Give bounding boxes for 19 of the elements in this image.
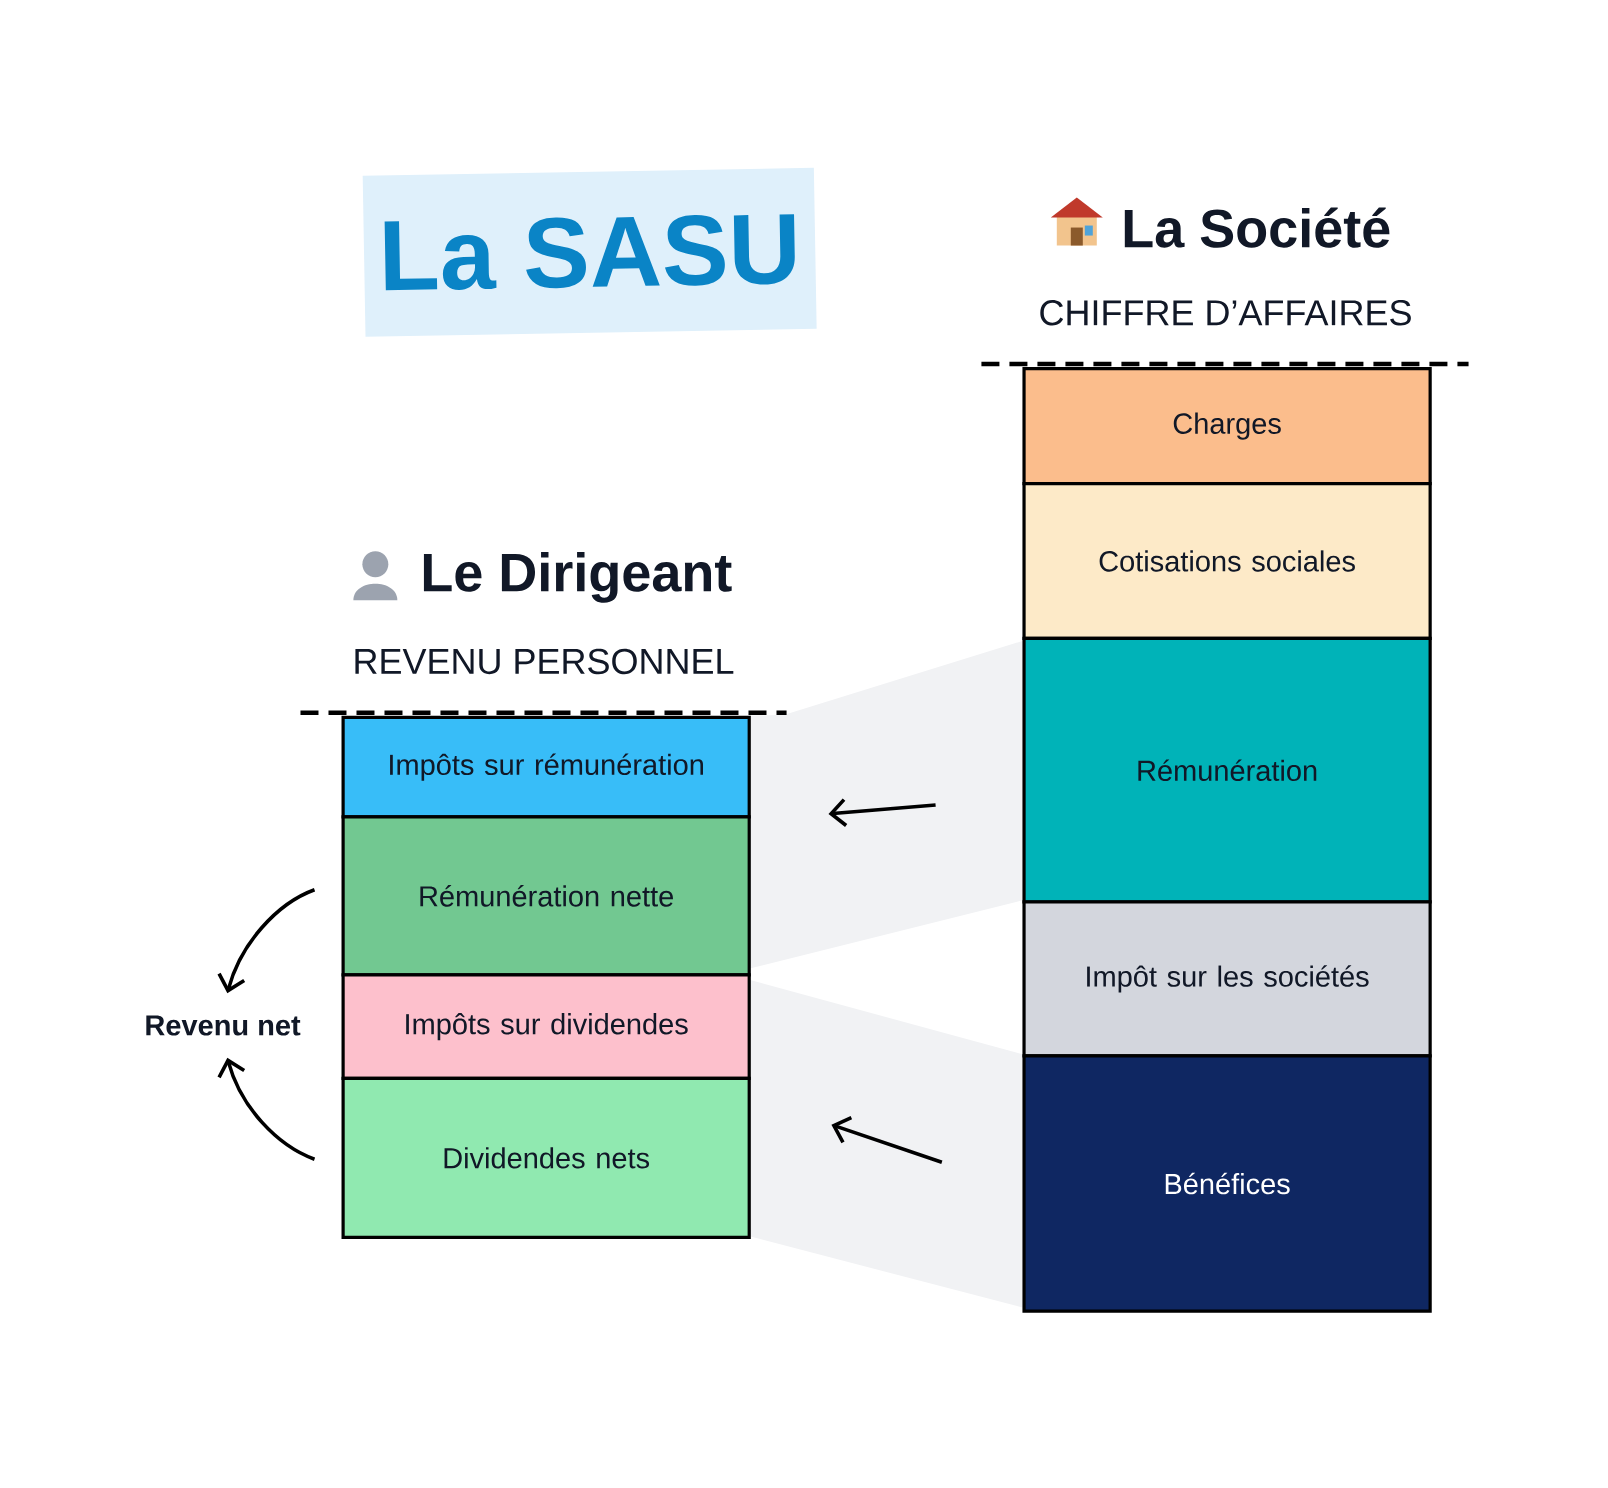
arrow bbox=[831, 1116, 943, 1164]
corporate-tax-box: Impôt sur les sociétés bbox=[1022, 900, 1432, 1058]
arrow bbox=[828, 798, 936, 827]
salary-tax-box: Impôts sur rémunération bbox=[341, 715, 751, 819]
title-banner: La SASU bbox=[362, 167, 817, 337]
heading: La Société bbox=[1124, 207, 1390, 248]
arrow bbox=[217, 888, 316, 994]
dividend-tax-box: Impôts sur dividendes bbox=[341, 973, 751, 1080]
salary-box: Rémunération bbox=[1022, 636, 1432, 904]
net-dividend-box: Dividendes nets bbox=[341, 1076, 751, 1239]
subheading: REVENU PERSONNEL bbox=[355, 648, 734, 675]
charges-box: Charges bbox=[1022, 367, 1432, 486]
arrow bbox=[217, 1057, 316, 1161]
heading: Le Dirigeant bbox=[423, 552, 732, 603]
profit-box: Bénéfices bbox=[1022, 1054, 1432, 1313]
subheading: CHIFFRE D’AFFAIRES bbox=[1040, 300, 1411, 326]
social-contributions-box: Cotisations sociales bbox=[1022, 481, 1432, 641]
revenue-label: Revenu net bbox=[146, 1015, 301, 1036]
net-salary-box: Rémunération nette bbox=[341, 815, 751, 977]
